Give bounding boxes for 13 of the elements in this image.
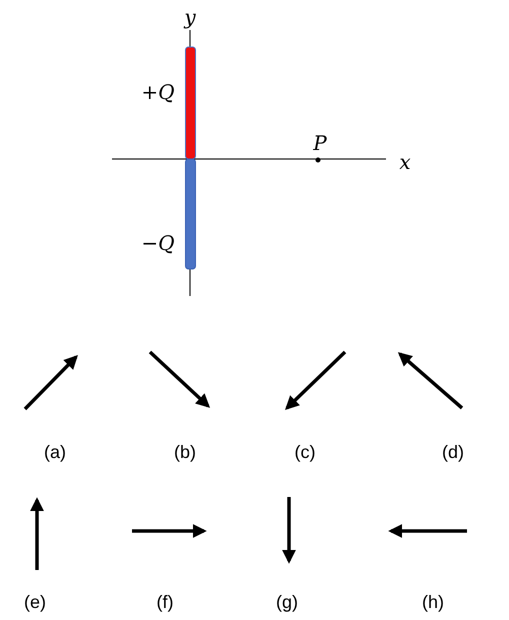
option-label: (a): [44, 443, 66, 461]
axis-label: x: [399, 152, 411, 172]
charge-label: −Q: [141, 233, 175, 253]
option-label: (c): [294, 443, 316, 461]
option-label: (h): [422, 593, 444, 611]
option-label: (d): [442, 443, 464, 461]
option-label: (b): [174, 443, 196, 461]
option-label: (e): [24, 593, 46, 611]
point-label: P: [313, 133, 327, 153]
charge-label: +Q: [141, 82, 175, 102]
axis-label: y: [184, 7, 196, 27]
option-label: (g): [276, 593, 298, 611]
option-label: (f): [156, 593, 174, 611]
